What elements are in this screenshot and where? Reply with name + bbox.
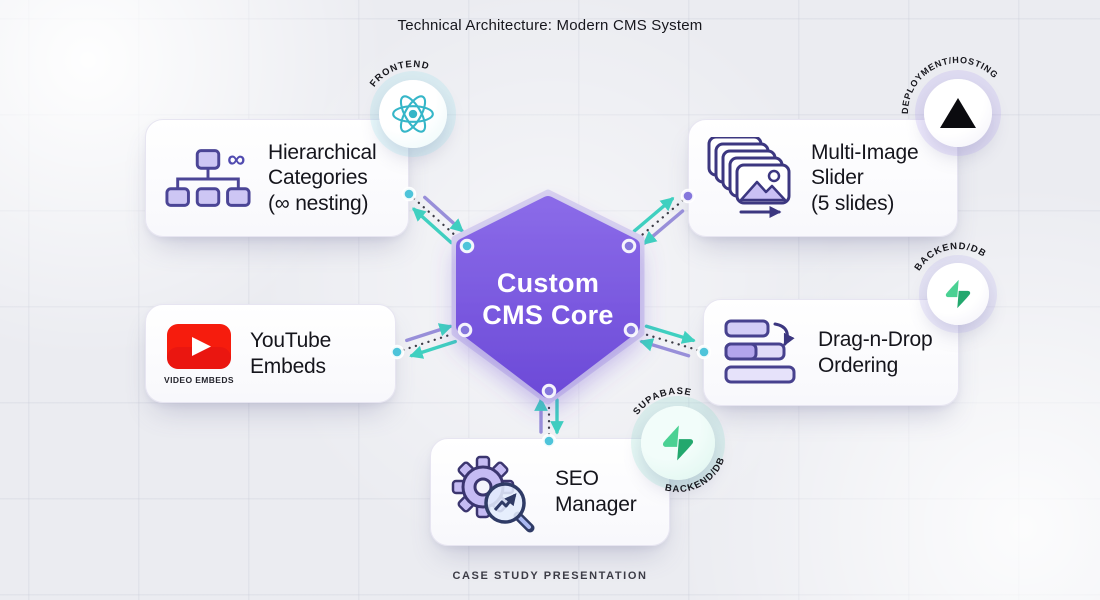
card-youtube-embeds: VIDEO EMBEDS YouTube Embeds [145, 304, 396, 403]
connector-dotted-line [629, 328, 706, 354]
image-stack-icon [707, 137, 795, 219]
infinity-glyph: ∞ [227, 147, 245, 173]
hexagon-vertex-dot [623, 322, 639, 338]
deployment-hosting-label: DEPLOYMENT/HOSTING [886, 39, 1002, 118]
page-title: Technical Architecture: Modern CMS Syste… [397, 17, 703, 34]
connector-dotted-line [395, 328, 467, 354]
footer-caption: CASE STUDY PRESENTATION [452, 570, 648, 582]
svg-text:SUPABASE: SUPABASE [628, 378, 696, 419]
card-seo-manager: SEO Manager [430, 438, 670, 546]
video-embeds-caption: VIDEO EMBEDS [164, 374, 234, 385]
connector-arrow-inward [639, 338, 691, 358]
card-title: SEO Manager [555, 467, 637, 516]
cms-core-hexagon [456, 196, 640, 398]
seo-gear-magnifier-icon [449, 447, 539, 537]
youtube-icon: VIDEO EMBEDS [164, 323, 234, 385]
connector-arrow-inward [642, 209, 685, 245]
connector-dotted-line [627, 194, 690, 248]
hexagon-vertex-dot [621, 238, 637, 254]
frontend-label: FRONTEND [364, 51, 433, 91]
core-title-line2: CMS Core [482, 300, 613, 330]
connector-dotted-line [407, 192, 469, 248]
card-title: Multi-Image Slider (5 slides) [811, 140, 919, 215]
hexagon-vertex-dot [541, 383, 557, 399]
hexagon-vertex-dot [459, 238, 475, 254]
card-multi-image-slider: Multi-Image Slider (5 slides) [688, 119, 958, 237]
connector-arrow-outward [644, 324, 696, 344]
card-title: YouTube Embeds [249, 328, 332, 378]
hexagon-vertex-dot [457, 322, 473, 338]
svg-text:BACKEND/DB: BACKEND/DB [909, 234, 990, 275]
cms-core-outline-ring [451, 189, 645, 405]
card-title: Drag-n-Drop Ordering [818, 327, 933, 377]
card-drag-n-drop-ordering: Drag-n-Drop Ordering [703, 299, 959, 406]
connector-arrow-outward [412, 207, 453, 245]
svg-text:FRONTEND: FRONTEND [364, 51, 433, 91]
connector-arrow-inward [405, 323, 453, 343]
backend-db-label: BACKEND/DB [909, 234, 990, 275]
stacked-bars-icon [722, 318, 802, 388]
card-title: Hierarchical Categories (∞ nesting) [268, 140, 377, 215]
supabase-label: SUPABASE [628, 378, 696, 419]
backend-db-label: BACKEND/DB [660, 452, 734, 506]
svg-text:DEPLOYMENT/HOSTING: DEPLOYMENT/HOSTING [886, 39, 1002, 118]
svg-text:BACKEND/DB: BACKEND/DB [660, 452, 734, 506]
connector-arrow-outward [409, 339, 457, 359]
connector-arrow-outward [632, 197, 675, 233]
core-title-line1: Custom [497, 268, 599, 298]
connector-arrow-inward [423, 195, 464, 233]
hierarchy-tree-icon: ∞ [164, 147, 252, 209]
card-hierarchical-categories: ∞ Hierarchical Categories (∞ nesting) [145, 119, 409, 237]
